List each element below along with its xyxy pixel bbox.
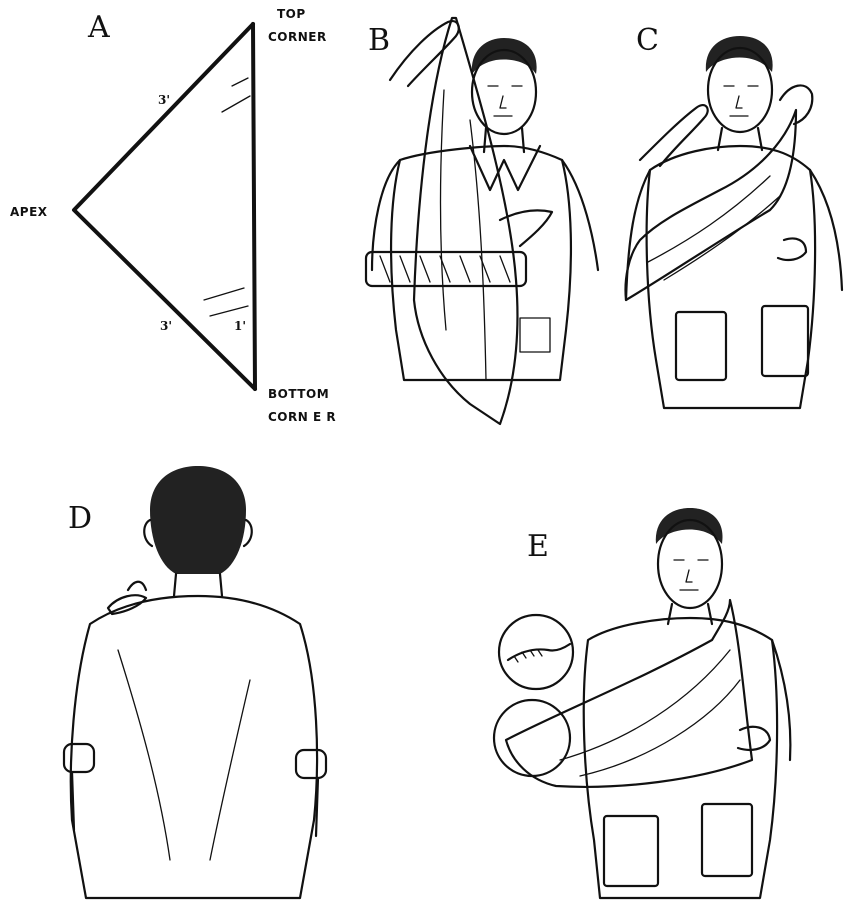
hand-c (778, 239, 806, 261)
bandage-fold-marks (204, 78, 250, 316)
patient-figure-e (494, 508, 790, 898)
collar-b (470, 146, 540, 190)
pocket-right-c (762, 306, 808, 376)
bottom-corner-label-line2: CORN E R (268, 410, 336, 424)
hand-e (738, 727, 770, 750)
triangular-bandage (74, 24, 255, 389)
pocket-left-c (676, 312, 726, 380)
back-torso (71, 596, 317, 898)
base-fold-length: 1' (234, 319, 246, 333)
pocket-left-e (604, 816, 658, 886)
panel-c: C (626, 23, 842, 408)
sling-e (506, 600, 752, 787)
panel-d: D (64, 466, 326, 898)
sling-straps-d (118, 650, 250, 860)
torso-b (391, 146, 571, 380)
patient-figure-b (366, 18, 598, 424)
sling-corner-detail-circle (494, 700, 570, 776)
panel-a-letter: A (87, 10, 110, 45)
face-b (488, 86, 522, 116)
twisted-corner-detail-circle (499, 615, 573, 689)
bandage-folds-b (441, 90, 487, 380)
apex-label: APEX (10, 205, 48, 219)
pocket-b (520, 318, 550, 352)
panel-b: B (366, 18, 598, 424)
knot-d (108, 582, 146, 614)
sleeve-right-d (296, 750, 326, 778)
hanging-bandage (414, 18, 517, 424)
head-e (658, 520, 722, 608)
face-e (674, 560, 708, 590)
splint-wraps (380, 256, 510, 282)
bandage-sides (74, 24, 255, 389)
forearms-d (72, 772, 318, 836)
hair-b (472, 38, 537, 74)
panel-c-letter: C (636, 23, 659, 58)
patient-figure-d (64, 466, 326, 898)
lower-side-length: 3' (160, 319, 172, 333)
bandage-base (253, 24, 255, 389)
sleeve-left-d (64, 744, 94, 772)
panel-d-letter: D (68, 501, 92, 536)
torso-e (584, 618, 777, 898)
upper-side-length: 3' (158, 93, 170, 107)
top-corner-label-line1: TOP (277, 7, 306, 21)
head-b (472, 50, 536, 134)
panel-a: A TOP CORNER APEX BOTTOM CORN E R 3' 3' … (10, 7, 336, 424)
top-corner-label-line2: CORNER (268, 30, 327, 44)
bottom-corner-label-line1: BOTTOM (268, 387, 329, 401)
panel-b-letter: B (368, 23, 390, 58)
face-c (724, 86, 758, 116)
panel-e: E (494, 508, 790, 898)
head-c (708, 48, 772, 132)
patient-figure-c (626, 36, 842, 408)
pocket-right-e (702, 804, 752, 876)
back-of-head (150, 466, 246, 574)
hair-e (656, 508, 723, 544)
panel-e-letter: E (527, 529, 549, 564)
sling-folds-c (648, 176, 780, 280)
neck-d (174, 574, 222, 596)
hair-c (706, 36, 773, 72)
sling-folds-e (560, 650, 740, 776)
